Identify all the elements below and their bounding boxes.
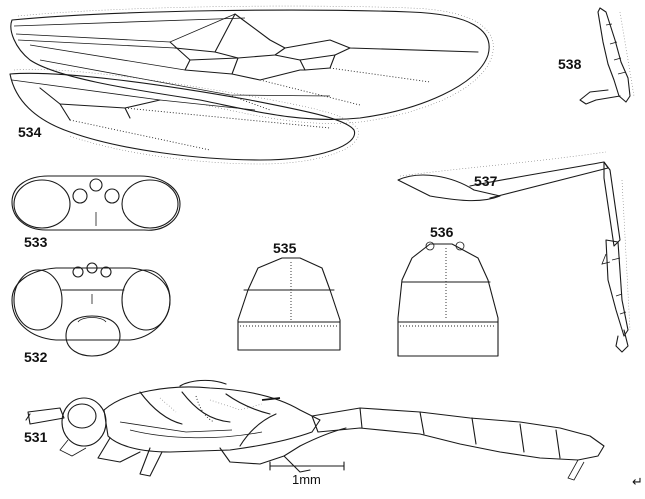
fig-531-label: 531 bbox=[24, 429, 48, 445]
scale-bar: 1mm bbox=[269, 461, 345, 487]
fig-532-label: 532 bbox=[24, 349, 48, 365]
fig-534-label: 534 bbox=[18, 124, 42, 140]
scale-bar-label: 1mm bbox=[292, 472, 321, 487]
fig-536-tergites: 536 bbox=[397, 224, 499, 357]
forewing-stigma bbox=[214, 13, 286, 59]
fig-538-leg: 538 bbox=[558, 7, 635, 105]
hindwing-outline bbox=[9, 72, 356, 161]
fig-534-wings: 534 bbox=[9, 5, 494, 165]
forewing-cell-radial bbox=[284, 39, 479, 53]
fig-533-label: 533 bbox=[24, 234, 48, 250]
fig-531-habitus: 531 bbox=[24, 379, 605, 481]
fig-532-head-frontal: 532 bbox=[11, 262, 171, 365]
fig-533-head-dorsal: 533 bbox=[11, 175, 181, 250]
forewing-subcosta bbox=[15, 13, 236, 43]
fig-537-label: 537 bbox=[474, 173, 498, 189]
forewing-costa bbox=[13, 17, 246, 27]
forewing-outline bbox=[10, 9, 490, 120]
fig-535-label: 535 bbox=[273, 240, 297, 256]
fig-536-label: 536 bbox=[430, 224, 454, 240]
scale-bar-line bbox=[269, 461, 345, 471]
fig-537-leg: 537 bbox=[397, 151, 631, 353]
fig-538-label: 538 bbox=[558, 56, 582, 72]
fig-535-tergites: 535 bbox=[237, 240, 341, 351]
corner-return-mark: ↵ bbox=[632, 474, 643, 489]
